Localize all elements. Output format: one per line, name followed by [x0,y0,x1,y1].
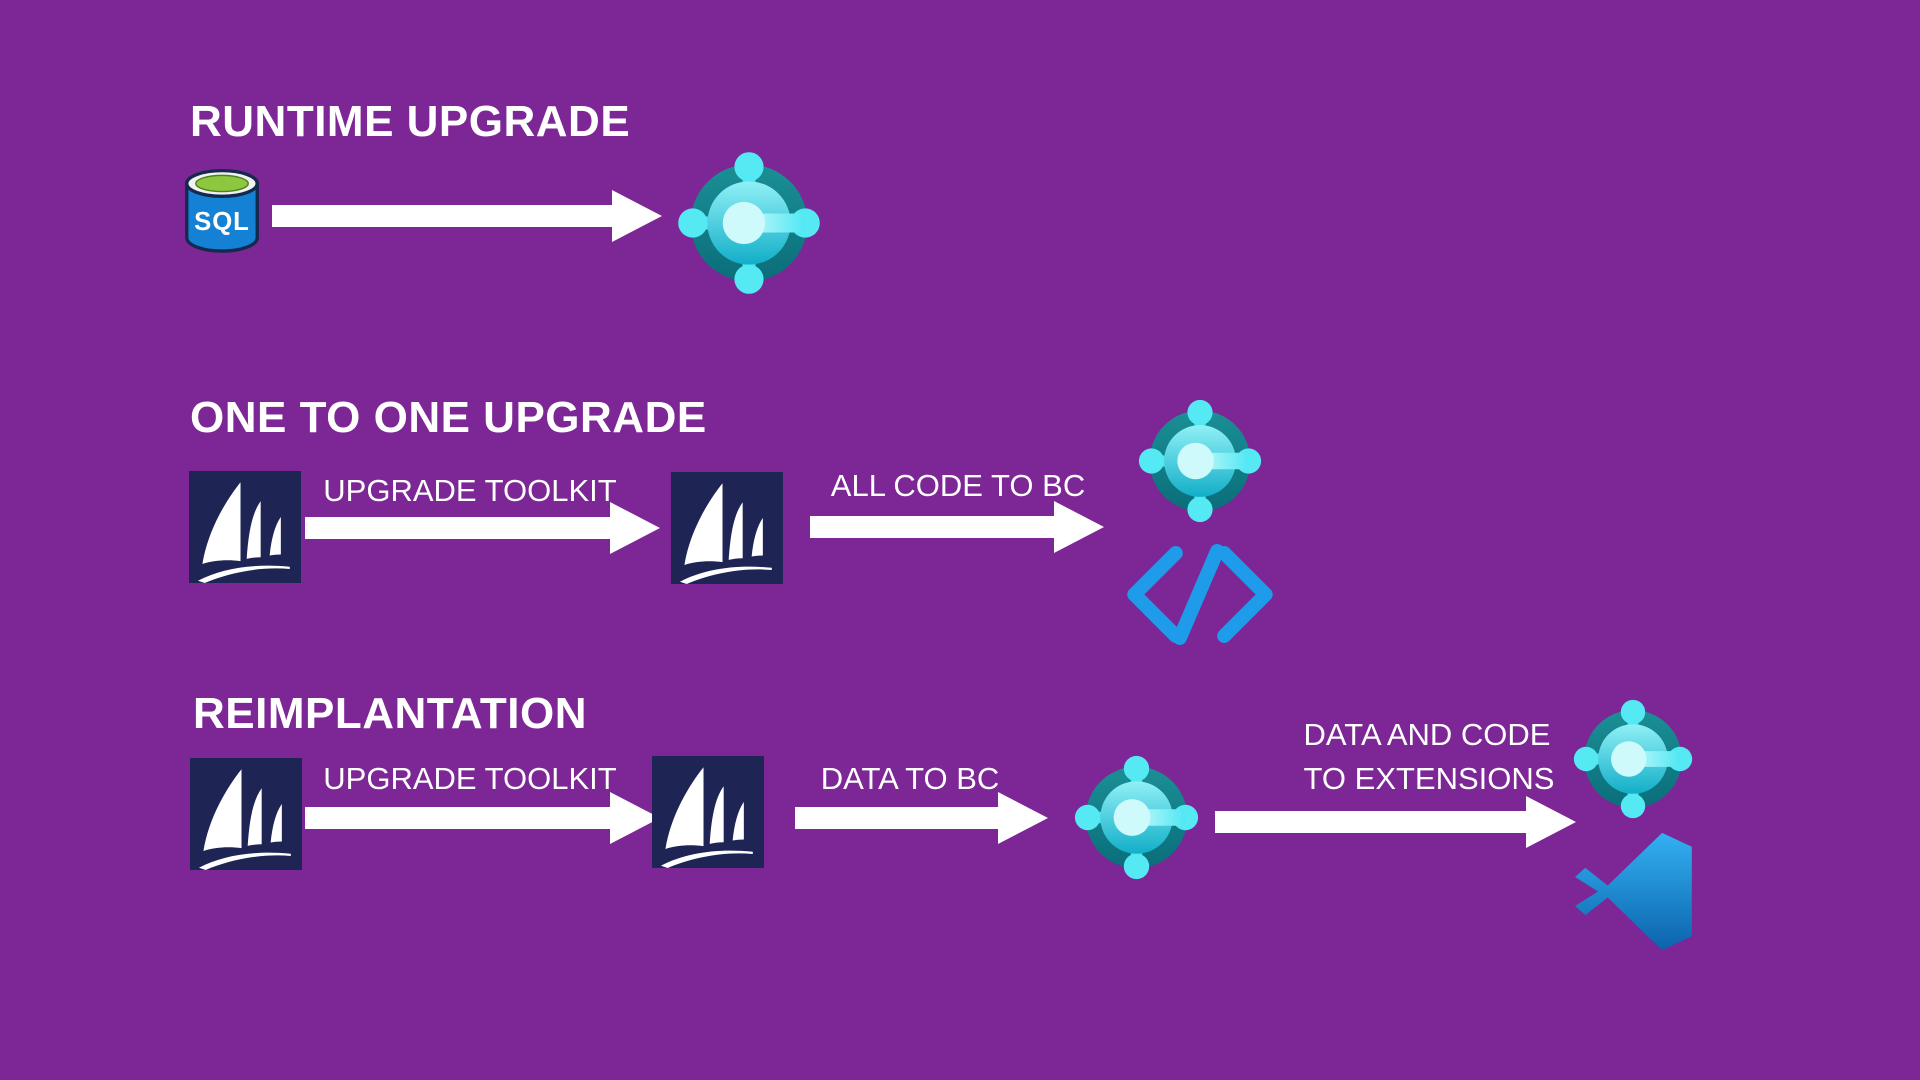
arrow-shaft [810,516,1058,538]
business-central-icon [676,150,822,296]
arrow-shaft [795,807,1002,829]
vscode-icon [1571,831,1694,952]
section-title-reimplantation: REIMPLANTATION [193,689,587,738]
dynamics-nav-icon [652,755,764,869]
code-icon [1123,543,1277,646]
arrow-head [1526,796,1576,848]
flow-arrow [810,501,1104,553]
arrow-head [610,502,660,554]
arrow-shaft [1215,811,1530,833]
section-title-one-to-one-upgrade: ONE TO ONE UPGRADE [190,393,707,442]
flow-arrow [1215,796,1576,848]
arrow-head [610,792,660,844]
flow-arrow [272,190,662,242]
flow-label-to-extensions: TO EXTENSIONS [1303,761,1555,796]
arrow-head [998,792,1048,844]
flow-arrow [305,792,660,844]
sql-database-icon: SQL [182,166,262,260]
flow-label-upgrade-toolkit-2: UPGRADE TOOLKIT [323,761,617,796]
flow-label-data-and-code: DATA AND CODE [1303,717,1551,752]
dynamics-nav-icon [189,470,301,584]
section-title-runtime-upgrade: RUNTIME UPGRADE [190,97,631,146]
flow-arrow [305,502,660,554]
arrow-shaft [272,205,616,227]
flow-arrow [795,792,1048,844]
business-central-icon [1137,398,1263,524]
business-central-icon [1073,754,1200,881]
flow-label-all-code-to-bc: ALL CODE TO BC [830,468,1086,503]
arrow-head [1054,501,1104,553]
sql-icon-label: SQL [194,208,250,236]
arrow-shaft [305,517,614,539]
dynamics-nav-icon [190,757,302,871]
flow-label-upgrade-toolkit-1: UPGRADE TOOLKIT [323,473,617,508]
dynamics-nav-icon [671,471,783,585]
arrow-shaft [305,807,614,829]
business-central-icon [1572,698,1694,820]
arrow-head [612,190,662,242]
flow-label-data-to-bc: DATA TO BC [820,761,1000,796]
